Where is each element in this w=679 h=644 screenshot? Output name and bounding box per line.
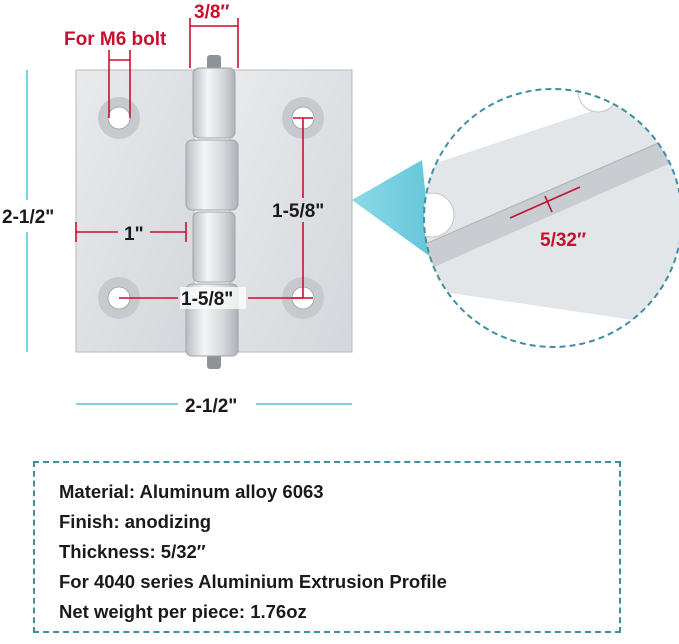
hole-spacing-horizontal-label: 1-5/8" <box>181 289 233 310</box>
hole-spacing-horizontal-dimension: 1-5/8" <box>119 287 303 310</box>
spec-panel: Material: Aluminum alloy 6063 Finish: an… <box>33 461 621 633</box>
hinge-right-leaf <box>229 69 353 353</box>
spec-finish: Finish: anodizing <box>59 511 212 532</box>
width-label: 2-1/2" <box>185 396 237 417</box>
height-label: 2-1/2" <box>2 207 54 228</box>
hinge-left-leaf <box>75 69 195 353</box>
bolt-label: For M6 bolt <box>64 29 167 50</box>
hole-spacing-vertical-label: 1-5/8" <box>272 201 324 222</box>
spec-material: Material: Aluminum alloy 6063 <box>59 481 324 502</box>
thickness-detail-circle: 5/32″ <box>423 88 679 348</box>
zoom-cone <box>352 160 432 258</box>
spec-weight: Net weight per piece: 1.76oz <box>59 601 307 622</box>
spec-thickness: Thickness: 5/32″ <box>59 541 206 562</box>
width-dimension: 2-1/2" <box>76 396 352 417</box>
thickness-label: 5/32″ <box>540 230 586 251</box>
hole-offset-dimension: 1" <box>75 222 187 245</box>
hole-offset-label: 1" <box>124 224 144 245</box>
bolt-dimension: For M6 bolt <box>64 29 167 118</box>
hinge-diagram: For M6 bolt 3/8″ 2-1/2" 1" 1-5/8" 1-5/8" <box>2 2 679 417</box>
height-dimension: 2-1/2" <box>2 70 54 352</box>
knuckle-width-label: 3/8″ <box>194 2 230 23</box>
spec-compatibility: For 4040 series Aluminium Extrusion Prof… <box>59 571 447 592</box>
knuckle-width-dimension: 3/8″ <box>189 2 239 68</box>
